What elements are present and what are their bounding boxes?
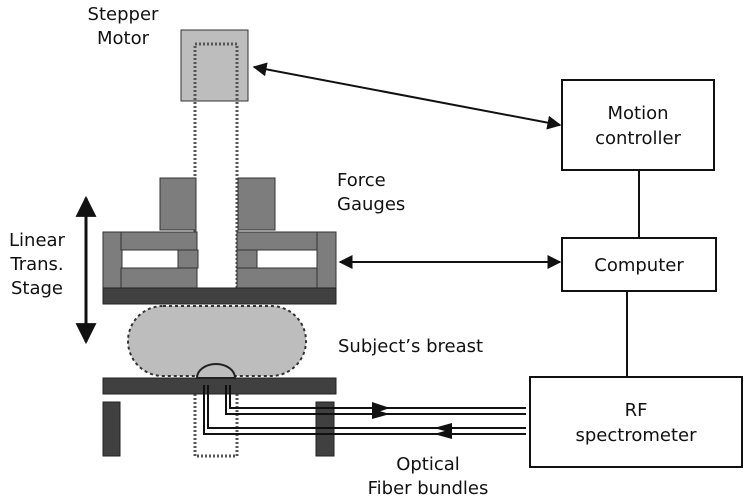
fiber-arrow-right-2	[372, 409, 390, 419]
stage-post-left	[177, 249, 199, 269]
optical-label-1: Optical	[396, 454, 460, 475]
force-gauge-left	[159, 177, 197, 231]
breast-label: Subject’s breast	[338, 336, 483, 357]
motor-controller-arrow	[252, 62, 562, 130]
force-gauge-right	[237, 177, 276, 231]
optical-label-2: Fiber bundles	[368, 478, 489, 499]
rf-spectrometer-label-1: RF	[625, 400, 648, 421]
stage-top-left	[120, 231, 198, 251]
linear-label-3: Stage	[11, 278, 63, 299]
upper-plate	[102, 287, 337, 305]
fiber-bundles	[203, 385, 526, 435]
fiber-arrow-left-2	[434, 429, 452, 439]
rf-spectrometer-label-2: spectrometer	[576, 425, 698, 446]
computer-label: Computer	[594, 255, 684, 276]
stage-bottom-right	[236, 267, 318, 289]
stepper-label-2: Motor	[97, 28, 150, 49]
lower-plate	[102, 377, 337, 395]
computer-box	[561, 237, 717, 292]
stepper-label-1: Stepper	[88, 4, 159, 25]
force-label-2: Gauges	[337, 194, 405, 215]
linear-label-2: Trans.	[9, 254, 63, 275]
motion-controller-label-1: Motion	[607, 103, 668, 124]
force-label-1: Force	[337, 170, 386, 191]
stage-bottom-left	[120, 267, 198, 289]
stage-wall-left	[102, 231, 123, 289]
stepper-motor	[180, 29, 249, 102]
stage-post-right	[236, 249, 258, 269]
rf-spectrometer-box	[529, 376, 743, 468]
motion-controller-box	[561, 79, 715, 171]
probe-dome	[195, 363, 237, 379]
linear-label-1: Linear	[9, 230, 66, 251]
stage-wall-right	[316, 231, 337, 289]
motion-controller-label-2: controller	[595, 128, 681, 149]
stage-top-right	[236, 231, 318, 251]
leg-left	[102, 401, 121, 457]
